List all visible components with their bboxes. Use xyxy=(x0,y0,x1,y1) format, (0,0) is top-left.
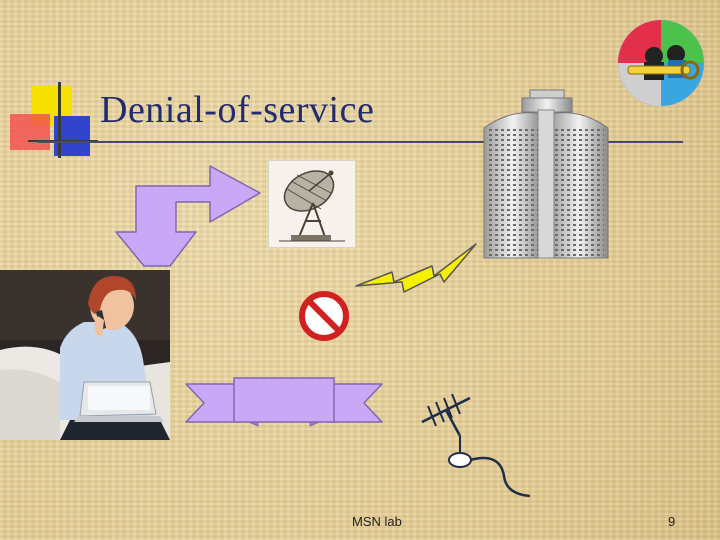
page-number: 9 xyxy=(668,514,676,529)
team-logo-icon xyxy=(617,19,705,107)
office-tower-icon xyxy=(483,89,609,259)
antenna-icon xyxy=(421,393,531,498)
flow-arrow-to-dish xyxy=(115,165,261,267)
footer-label: MSN lab xyxy=(352,514,402,529)
no-entry-icon xyxy=(299,291,349,341)
slide-title: Denial-of-service xyxy=(100,89,375,131)
satellite-dish-icon xyxy=(279,170,345,242)
color-block-accent-icon xyxy=(10,82,98,158)
ribbon-banner-shape xyxy=(185,377,383,427)
woman-with-phone-and-laptop-photo xyxy=(0,270,170,440)
satellite-dish-image xyxy=(268,160,356,248)
lightning-bolt-icon xyxy=(355,243,477,293)
title-underline xyxy=(38,141,683,143)
